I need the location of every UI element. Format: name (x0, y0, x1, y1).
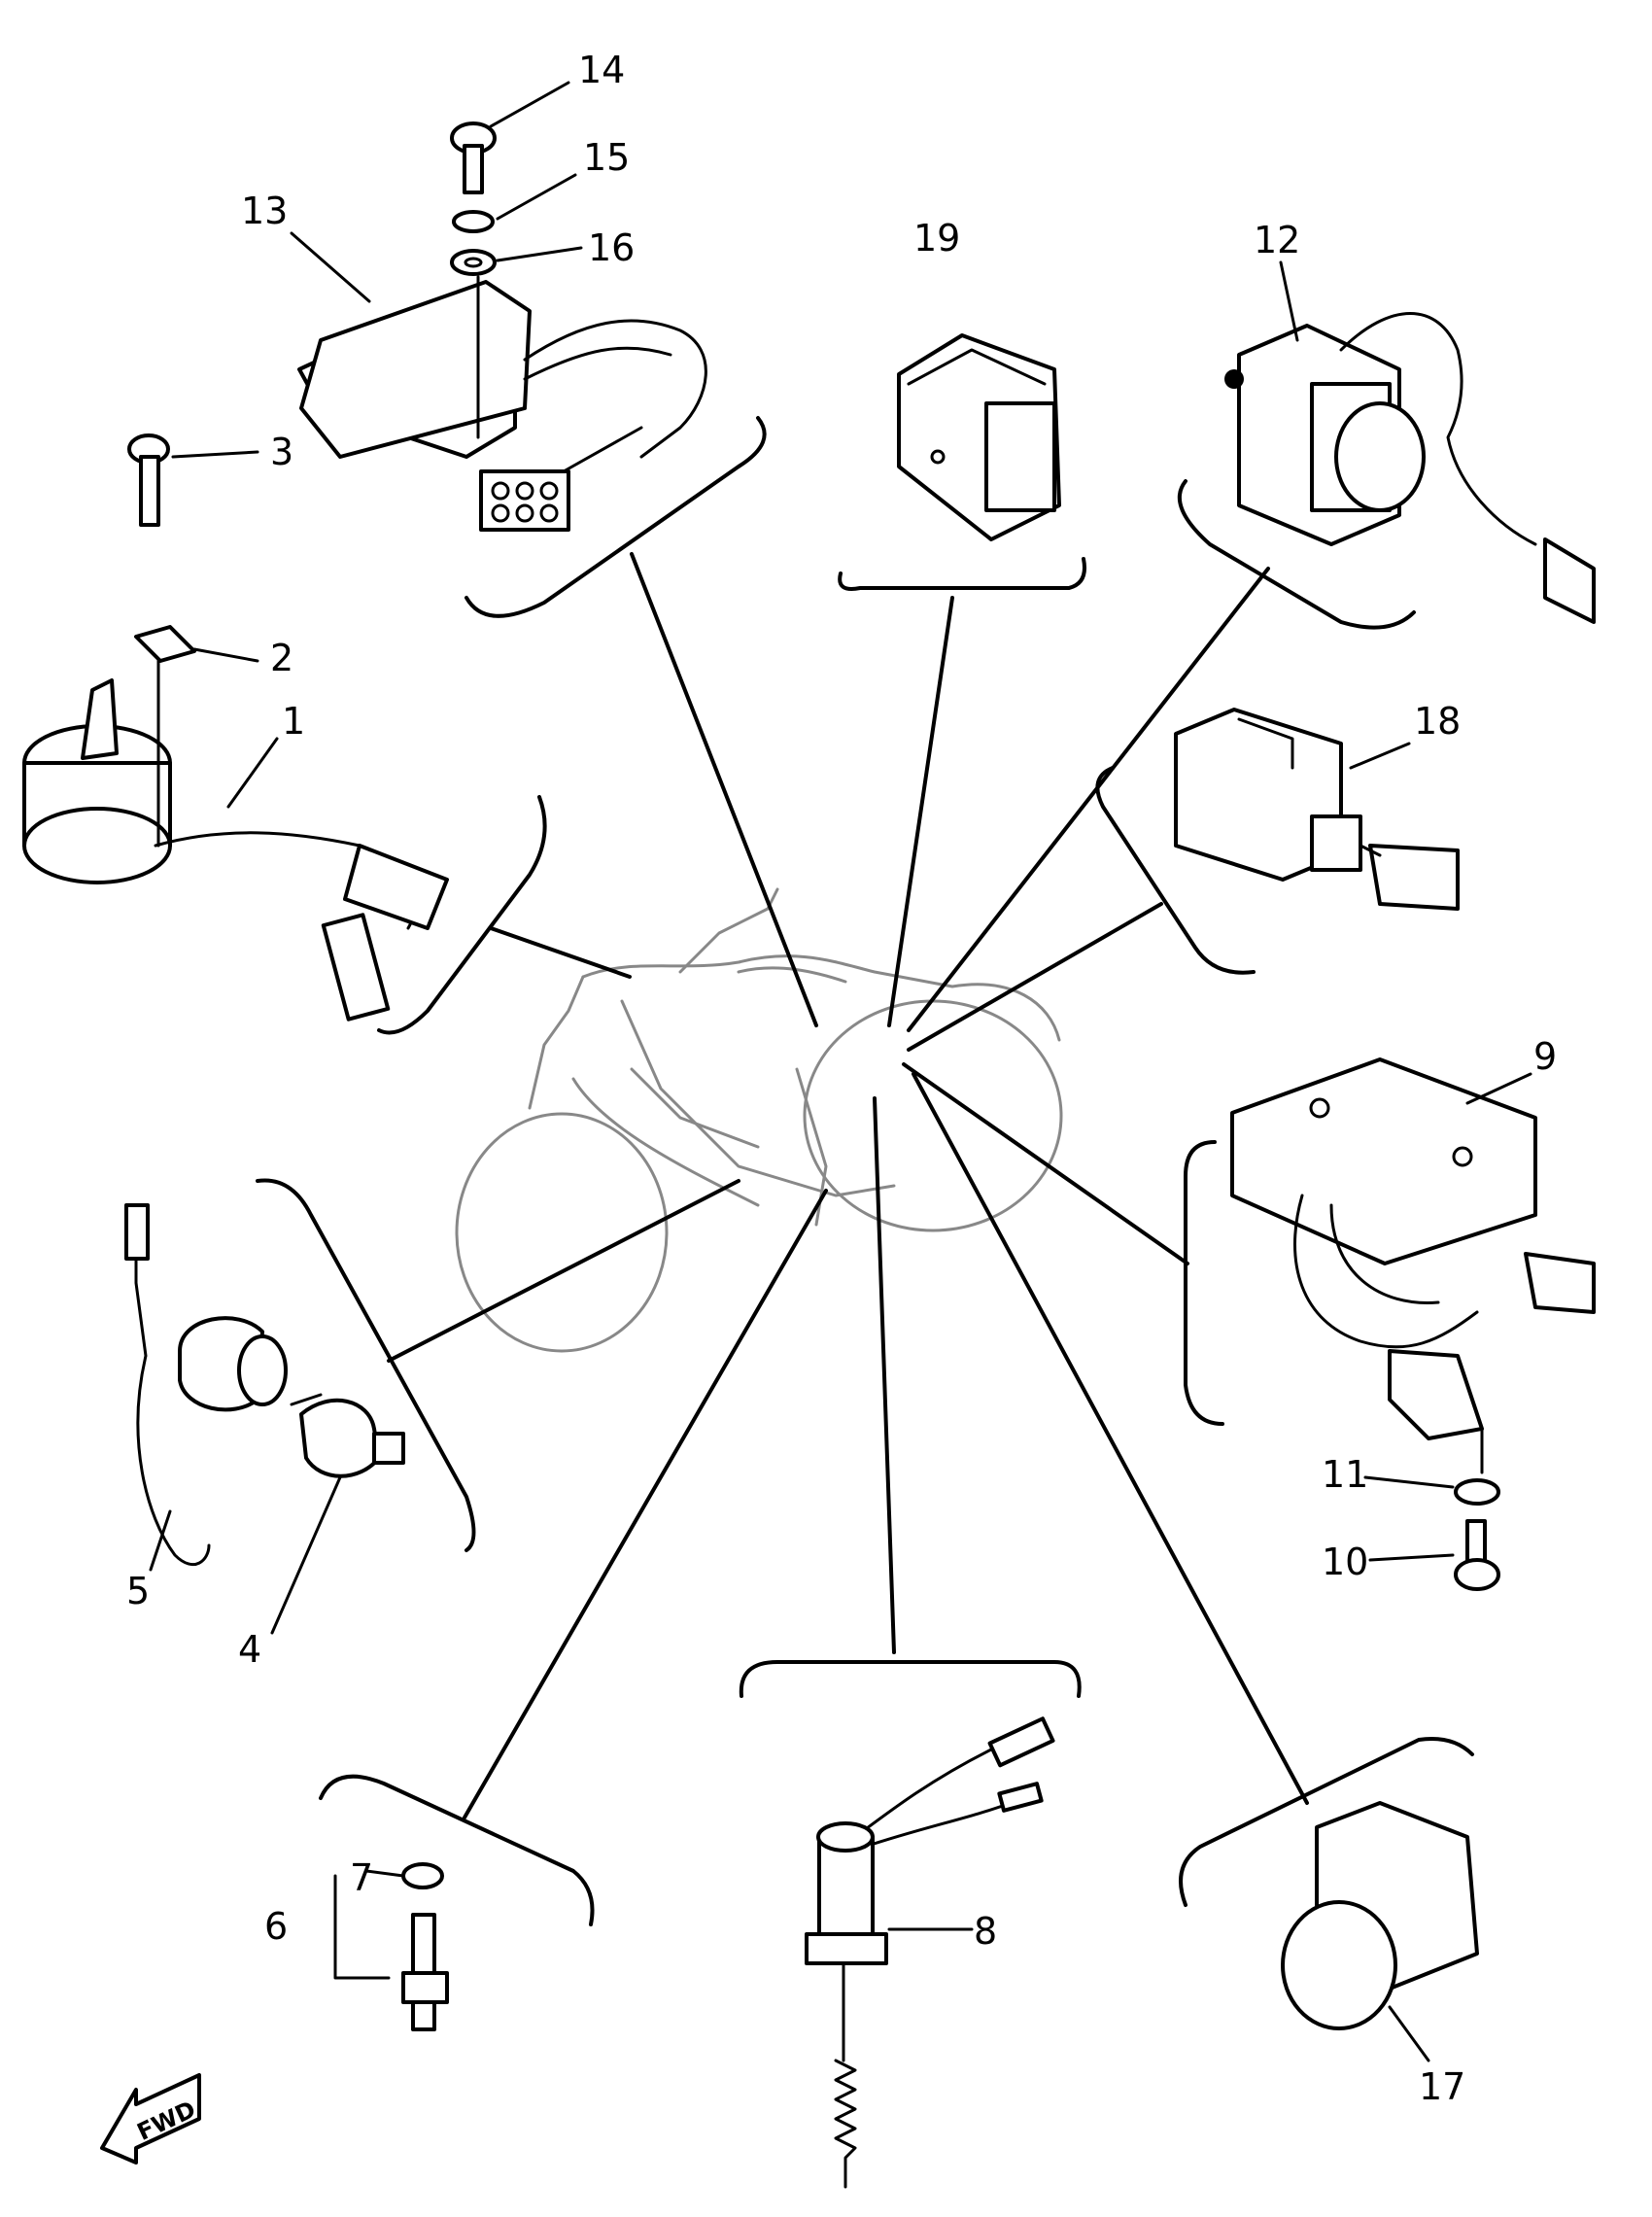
callout-leaders (149, 81, 1532, 2062)
part-1-main-switch (22, 678, 449, 1022)
callout-19: 19 (913, 217, 960, 260)
callout-16: 16 (588, 226, 635, 269)
callout-17: 17 (1419, 2065, 1465, 2108)
callout-3: 3 (270, 431, 293, 473)
part-5-sensor (124, 1203, 288, 1567)
callout-labels: 1 2 3 4 5 6 7 8 9 10 11 12 13 14 15 16 1… (126, 49, 1557, 2108)
callout-14: 14 (578, 49, 625, 91)
part-14-screw (450, 121, 497, 194)
part-9-rectifier (1230, 1057, 1596, 1474)
part-8-brake-switch (805, 1716, 1055, 2189)
part-19-relay (897, 333, 1061, 541)
callout-11: 11 (1322, 1453, 1368, 1496)
callout-13: 13 (241, 190, 288, 232)
callout-6: 6 (264, 1905, 288, 1948)
callout-10: 10 (1322, 1541, 1368, 1583)
callout-18: 18 (1414, 700, 1461, 743)
part-12-starter-relay (1224, 312, 1596, 624)
callout-8: 8 (974, 1910, 997, 1953)
callout-4: 4 (238, 1628, 261, 1671)
part-15-lock-washer (452, 210, 495, 233)
part-17-flasher (1281, 1801, 1479, 2030)
motorcycle-outline (455, 887, 1063, 1353)
leader-lines (387, 552, 1309, 1819)
callout-2: 2 (270, 637, 293, 679)
group-brackets (256, 416, 1474, 1926)
callout-1: 1 (282, 700, 305, 743)
callout-7: 7 (350, 1856, 373, 1899)
part-11-washer (1454, 1478, 1500, 1506)
callout-9: 9 (1533, 1035, 1557, 1078)
part-13-control-unit (297, 280, 707, 532)
part-7-washer (401, 1862, 444, 1889)
callout-15: 15 (583, 136, 630, 179)
part-10-bolt (1454, 1519, 1500, 1591)
part-2-clip (134, 625, 196, 848)
callout-5: 5 (126, 1570, 150, 1612)
part-6-spark-plug (333, 1874, 449, 2031)
part-18-relay-unit (1174, 708, 1460, 911)
part-4-pressure-switch (290, 1393, 405, 1478)
part-3-bolt (127, 433, 170, 527)
fwd-arrow: FWD (100, 2073, 201, 2165)
callout-12: 12 (1254, 219, 1300, 261)
part-16-washer (450, 249, 497, 439)
